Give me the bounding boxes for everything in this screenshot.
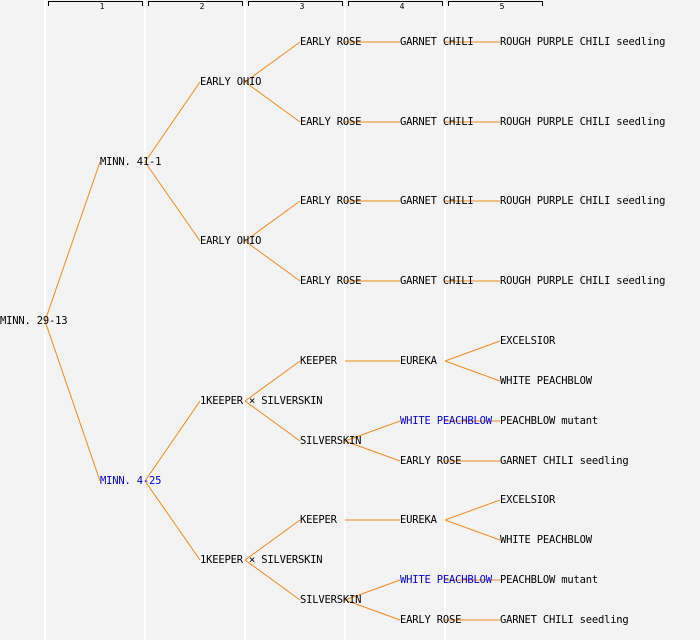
pedigree-node[interactable]: ROUGH PURPLE CHILI seedling <box>500 275 666 287</box>
pedigree-node[interactable]: PEACHBLOW mutant <box>500 415 598 427</box>
pedigree-node[interactable]: EARLY ROSE <box>300 36 362 48</box>
pedigree-node[interactable]: MINN. 4-25 <box>100 475 162 487</box>
pedigree-node[interactable]: EARLY ROSE <box>400 614 462 626</box>
generation-number: 4 <box>399 2 405 11</box>
pedigree-edge <box>244 200 301 242</box>
pedigree-edge <box>344 440 401 462</box>
pedigree-edge <box>244 240 301 282</box>
pedigree-node[interactable]: WHITE PEACHBLOW <box>500 375 592 387</box>
pedigree-node[interactable]: SILVERSKIN <box>300 594 362 606</box>
pedigree-node[interactable]: MINN. 29-13 <box>0 315 68 327</box>
pedigree-node[interactable]: EUREKA <box>400 514 437 526</box>
generation-number: 3 <box>299 2 305 11</box>
pedigree-node[interactable]: EARLY ROSE <box>400 455 462 467</box>
generation-number: 1 <box>99 2 105 11</box>
pedigree-node[interactable]: EARLY OHIO <box>200 235 262 247</box>
pedigree-node[interactable]: 1KEEPER × SILVERSKIN <box>200 395 323 407</box>
pedigree-edge <box>244 41 301 83</box>
pedigree-node[interactable]: GARNET CHILI <box>400 275 474 287</box>
pedigree-node[interactable]: EXCELSIOR <box>500 494 556 506</box>
column-divider <box>244 0 246 640</box>
pedigree-edge <box>144 81 201 163</box>
pedigree-node[interactable]: ROUGH PURPLE CHILI seedling <box>500 36 666 48</box>
pedigree-node[interactable]: WHITE PEACHBLOW <box>400 415 492 427</box>
generation-number: 2 <box>199 2 205 11</box>
generation-header-bracket <box>48 1 143 6</box>
generation-header-bracket <box>348 1 443 6</box>
pedigree-node[interactable]: GARNET CHILI <box>400 36 474 48</box>
pedigree-node[interactable]: EARLY OHIO <box>200 76 262 88</box>
generation-header-bracket <box>148 1 243 6</box>
pedigree-edge <box>344 599 401 621</box>
pedigree-node[interactable]: SILVERSKIN <box>300 435 362 447</box>
pedigree-edge <box>244 81 301 123</box>
pedigree-edge <box>244 559 301 601</box>
pedigree-edge <box>444 499 501 521</box>
pedigree-node[interactable]: ROUGH PURPLE CHILI seedling <box>500 116 666 128</box>
pedigree-edge <box>344 420 401 442</box>
pedigree-edge <box>444 519 501 541</box>
pedigree-edge <box>444 340 501 362</box>
pedigree-node[interactable]: WHITE PEACHBLOW <box>400 574 492 586</box>
pedigree-node[interactable]: GARNET CHILI seedling <box>500 614 629 626</box>
pedigree-node[interactable]: GARNET CHILI seedling <box>500 455 629 467</box>
pedigree-node[interactable]: MINN. 41-1 <box>100 156 162 168</box>
pedigree-edge <box>244 360 301 402</box>
pedigree-edge <box>344 579 401 601</box>
pedigree-node[interactable]: 1KEEPER × SILVERSKIN <box>200 554 323 566</box>
generation-number: 5 <box>499 2 505 11</box>
pedigree-edge <box>44 320 101 482</box>
pedigree-node[interactable]: EARLY ROSE <box>300 195 362 207</box>
pedigree-node[interactable]: GARNET CHILI <box>400 116 474 128</box>
pedigree-node[interactable]: PEACHBLOW mutant <box>500 574 598 586</box>
pedigree-node[interactable]: KEEPER <box>300 355 337 367</box>
column-divider <box>144 0 146 640</box>
pedigree-edge <box>444 360 501 382</box>
generation-header-bracket <box>248 1 343 6</box>
pedigree-node[interactable]: EXCELSIOR <box>500 335 556 347</box>
pedigree-node[interactable]: ROUGH PURPLE CHILI seedling <box>500 195 666 207</box>
pedigree-edge <box>144 161 201 242</box>
pedigree-node[interactable]: KEEPER <box>300 514 337 526</box>
column-divider <box>444 0 446 640</box>
pedigree-edge <box>144 480 201 561</box>
pedigree-node[interactable]: EARLY ROSE <box>300 275 362 287</box>
pedigree-edge <box>144 400 201 482</box>
pedigree-node[interactable]: GARNET CHILI <box>400 195 474 207</box>
column-divider <box>344 0 346 640</box>
pedigree-edge <box>244 400 301 442</box>
pedigree-node[interactable]: WHITE PEACHBLOW <box>500 534 592 546</box>
pedigree-edge <box>244 519 301 561</box>
pedigree-node[interactable]: EUREKA <box>400 355 437 367</box>
generation-header-bracket <box>448 1 543 6</box>
pedigree-node[interactable]: EARLY ROSE <box>300 116 362 128</box>
pedigree-edge <box>44 161 101 322</box>
